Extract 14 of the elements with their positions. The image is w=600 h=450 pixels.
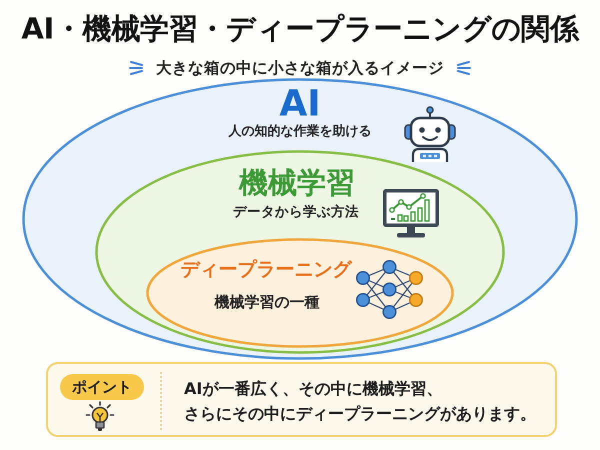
region-description: データから学ぶ方法 [233, 204, 359, 220]
point-text: AIが一番広く、その中に機械学習、さらにその中にディープラーニングがあります。 [184, 378, 537, 425]
category-ellipse [95, 150, 505, 354]
category-ellipse [146, 238, 454, 348]
region-description: 人の知的な作業を助ける [228, 124, 372, 140]
category-ellipse [22, 78, 578, 360]
region-title: 機械学習 [239, 166, 355, 200]
region-description: 機械学習の一種 [214, 293, 320, 311]
diagram-title: AI・機械学習・ディープラーニングの関係 [21, 12, 579, 46]
region-title: AI [279, 82, 321, 124]
subtitle: 大きな箱の中に小さな箱が入るイメージ [156, 58, 444, 78]
point-badge: ポイント [60, 374, 144, 400]
region-title: ディープラーニング [180, 258, 352, 282]
point-panel [46, 362, 557, 437]
